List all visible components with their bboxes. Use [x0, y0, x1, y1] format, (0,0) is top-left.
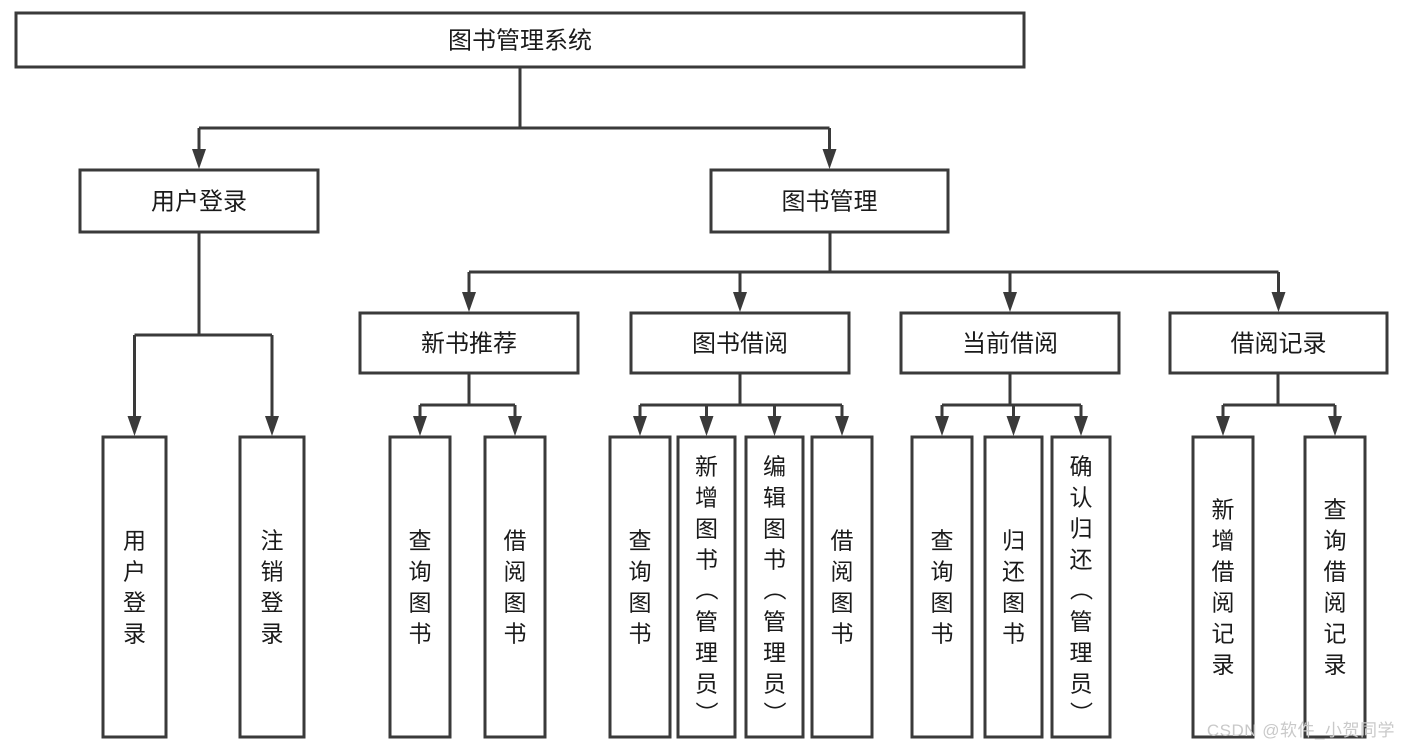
node-label: 确认归还（管理员）: [1070, 454, 1094, 728]
arrow-head-icon: [1216, 416, 1230, 436]
node-box: [676, 435, 737, 739]
arrow-head-icon: [835, 416, 849, 436]
node-box: [810, 435, 874, 739]
node-box: [709, 168, 950, 234]
node-label: 用户登录: [151, 189, 247, 216]
node-layer: 图书管理系统用户登录图书管理新书推荐图书借阅当前借阅借阅记录用户登录注销登录查询…: [14, 11, 1389, 739]
node-label: 查询图书: [629, 528, 652, 647]
node-leaf-query-book-2[interactable]: 查询图书: [608, 435, 672, 739]
node-borrow-record[interactable]: 借阅记录: [1168, 311, 1389, 375]
node-label: 借阅记录: [1231, 331, 1327, 358]
node-current-borrow[interactable]: 当前借阅: [899, 311, 1121, 375]
node-leaf-user-login[interactable]: 用户登录: [101, 435, 168, 739]
node-box: [14, 11, 1026, 69]
node-leaf-query-book-1[interactable]: 查询图书: [388, 435, 452, 739]
node-new-book-recommend[interactable]: 新书推荐: [358, 311, 580, 375]
node-leaf-query-record[interactable]: 查询借阅记录: [1303, 435, 1367, 739]
arrow-head-icon: [699, 416, 714, 436]
arrow-head-icon: [1074, 416, 1088, 436]
node-label: 用户登录: [123, 528, 146, 647]
arrow-head-icon: [935, 416, 949, 436]
node-box: [1191, 435, 1255, 739]
node-label: 图书借阅: [692, 331, 788, 358]
node-box: [899, 311, 1121, 375]
arrow-head-icon: [1006, 416, 1021, 436]
node-box: [483, 435, 547, 739]
arrow-head-icon: [767, 416, 782, 436]
connector-conn-user-login-to-leaves: [127, 232, 279, 436]
arrow-head-icon: [822, 149, 837, 169]
node-box: [629, 311, 851, 375]
node-box: [983, 435, 1044, 739]
node-label: 新书推荐: [421, 331, 517, 358]
arrow-head-icon: [462, 292, 476, 312]
node-user-login[interactable]: 用户登录: [78, 168, 320, 234]
node-box: [1303, 435, 1367, 739]
connector-conn-recommend-to-leaves: [413, 373, 522, 436]
arrow-head-icon: [508, 416, 522, 436]
node-box: [910, 435, 974, 739]
node-leaf-return-book[interactable]: 归还图书: [983, 435, 1044, 739]
node-label: 查询借阅记录: [1324, 497, 1347, 678]
node-leaf-add-book[interactable]: 新增图书（管理员）: [676, 435, 737, 739]
node-box: [238, 435, 306, 739]
node-box: [101, 435, 168, 739]
node-label: 新增借阅记录: [1212, 497, 1235, 678]
node-box: [358, 311, 580, 375]
arrow-head-icon: [633, 416, 647, 436]
node-label: 借阅图书: [504, 528, 527, 647]
arrow-head-icon: [265, 416, 279, 436]
arrow-head-icon: [733, 292, 747, 312]
node-label: 图书管理: [782, 189, 878, 216]
node-label: 注销登录: [261, 528, 284, 647]
node-box: [388, 435, 452, 739]
node-book-borrow[interactable]: 图书借阅: [629, 311, 851, 375]
node-box: [78, 168, 320, 234]
arrow-head-icon: [1003, 292, 1017, 312]
connector-conn-root-to-level2: [192, 67, 837, 169]
node-label: 当前借阅: [962, 331, 1058, 358]
node-box: [608, 435, 672, 739]
node-leaf-edit-book[interactable]: 编辑图书（管理员）: [744, 435, 805, 739]
node-label: 借阅图书: [831, 528, 854, 647]
node-root[interactable]: 图书管理系统: [14, 11, 1026, 69]
connector-conn-book-manage-to-level3: [462, 232, 1286, 312]
node-label: 图书管理系统: [448, 28, 592, 55]
node-label: 查询图书: [409, 528, 432, 647]
node-book-manage[interactable]: 图书管理: [709, 168, 950, 234]
node-leaf-logout[interactable]: 注销登录: [238, 435, 306, 739]
node-leaf-borrow-book-1[interactable]: 借阅图书: [483, 435, 547, 739]
node-box: [1050, 435, 1112, 739]
node-label: 新增图书（管理员）: [695, 454, 719, 728]
node-label: 归还图书: [1002, 528, 1025, 647]
connector-conn-record-to-leaves: [1216, 373, 1342, 436]
node-box: [1168, 311, 1389, 375]
node-leaf-borrow-book-2[interactable]: 借阅图书: [810, 435, 874, 739]
arrow-head-icon: [1328, 416, 1342, 436]
node-leaf-query-book-3[interactable]: 查询图书: [910, 435, 974, 739]
arrow-head-icon: [127, 416, 142, 436]
node-box: [744, 435, 805, 739]
node-label: 查询图书: [931, 528, 954, 647]
connector-conn-current-to-leaves: [935, 373, 1088, 436]
arrow-head-icon: [1271, 292, 1286, 312]
node-label: 编辑图书（管理员）: [763, 454, 787, 728]
node-leaf-confirm-return[interactable]: 确认归还（管理员）: [1050, 435, 1112, 739]
arrow-head-icon: [192, 149, 206, 169]
connector-conn-borrow-to-leaves: [633, 373, 849, 436]
arrow-head-icon: [413, 416, 427, 436]
node-leaf-add-record[interactable]: 新增借阅记录: [1191, 435, 1255, 739]
connector-layer: [127, 67, 1342, 436]
